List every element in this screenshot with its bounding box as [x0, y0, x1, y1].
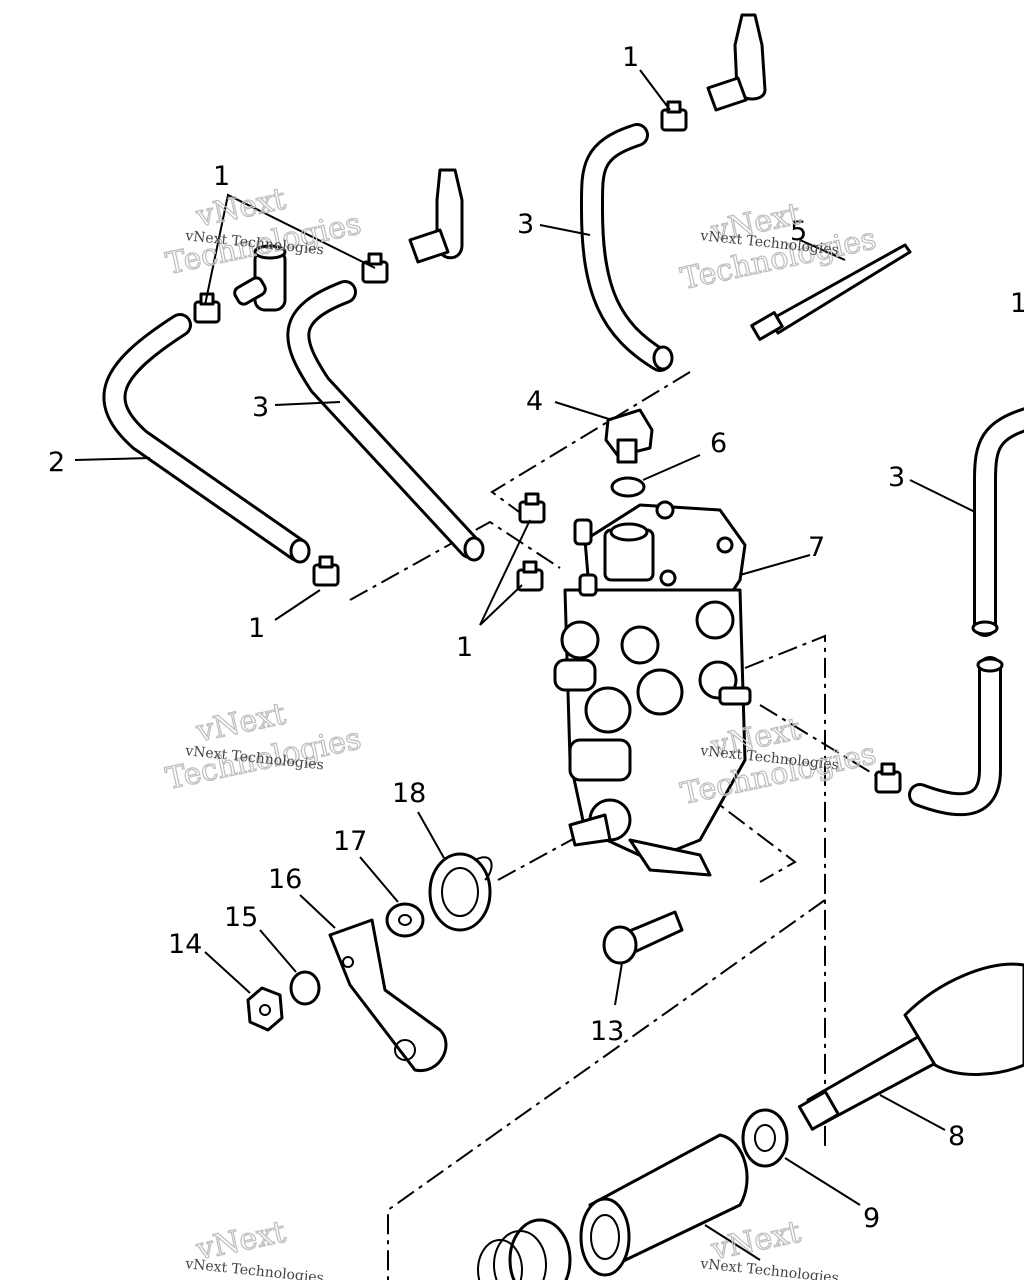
callout-1-bottom-left: 1 [248, 613, 265, 644]
callout-4: 4 [526, 386, 543, 417]
washer-9 [741, 1108, 789, 1168]
oil-pump-7 [553, 500, 752, 877]
alignment-lines [349, 371, 881, 1280]
callout-18: 18 [392, 778, 426, 809]
hose-3-right [908, 407, 1024, 817]
callout-1-center: 1 [456, 632, 473, 663]
spring-18 [428, 852, 493, 932]
callout-14: 14 [168, 929, 202, 960]
watermark-small-5: vNext Technologies [184, 1256, 325, 1280]
banjo-bolt-4 [604, 408, 654, 464]
lever-16 [328, 918, 448, 1072]
drive-shaft-8 [797, 962, 1024, 1131]
washer-15 [289, 970, 321, 1006]
callout-6: 6 [710, 428, 727, 459]
callout-1-left: 1 [213, 161, 230, 192]
callout-15: 15 [224, 902, 258, 933]
callout-3-left: 3 [252, 392, 269, 423]
callout-8: 8 [948, 1121, 965, 1152]
callout-3-top: 3 [517, 209, 534, 240]
leader-lines [74, 69, 976, 1261]
hose-3-top [579, 123, 674, 372]
callout-numbers: 1 1 1 1 2 3 3 3 4 5 6 7 8 9 13 14 15 16 … [48, 42, 1024, 1234]
callout-7: 7 [808, 532, 825, 563]
callout-1-top: 1 [622, 42, 639, 73]
watermark-small-6: vNext Technologies [699, 1256, 840, 1280]
watermark-3: vNext Technologies [162, 696, 365, 798]
cable-tie-5 [750, 243, 912, 341]
callout-13: 13 [590, 1016, 624, 1047]
callout-5: 5 [790, 216, 807, 247]
callout-2: 2 [48, 447, 65, 478]
hose-3-middle [286, 280, 485, 562]
callout-16: 16 [268, 864, 302, 895]
hose-2 [102, 313, 311, 564]
fittings [233, 13, 767, 312]
spring-bottom [477, 1218, 572, 1280]
hose-clamps [193, 100, 902, 794]
nut-14 [246, 986, 284, 1032]
washer-17 [385, 902, 425, 938]
callout-17: 17 [333, 826, 367, 857]
screw-13 [602, 910, 684, 965]
bushing [579, 1133, 749, 1277]
washer-6 [610, 476, 646, 498]
callout-9: 9 [863, 1203, 880, 1234]
callout-1-edge: 1 [1010, 288, 1024, 319]
callout-3-right: 3 [888, 462, 905, 493]
